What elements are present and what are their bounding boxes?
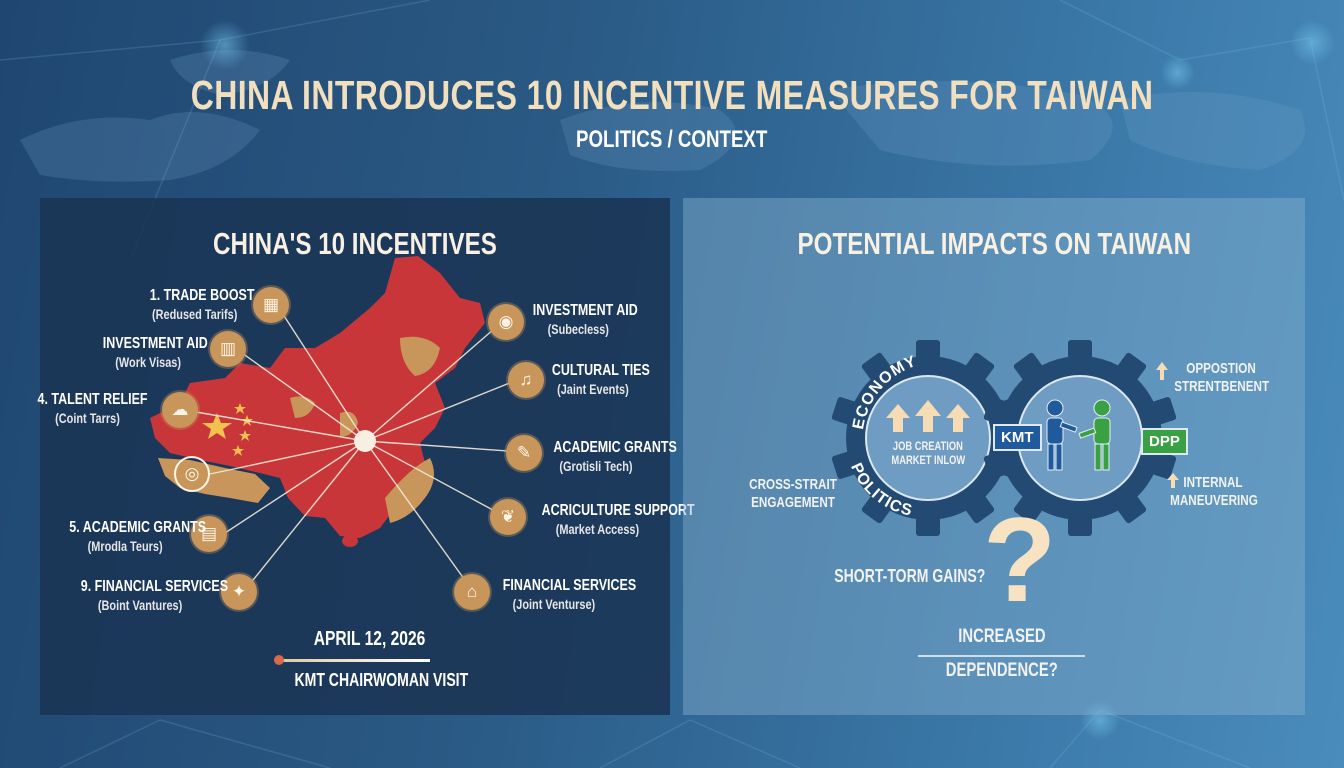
timeline-event: KMT CHAIRWOMAN VISIT	[294, 670, 469, 690]
opposition-label: OPPOSTION STRENTBENENT	[1161, 360, 1271, 396]
finance-icon[interactable]: ✦	[221, 574, 257, 610]
incentive-subtitle: (Market Access)	[555, 521, 640, 537]
agriculture-icon[interactable]: ❦	[490, 499, 526, 535]
dependence-label: DEPENDENCE?	[918, 660, 1085, 683]
page-title: CHINA INTRODUCES 10 INCENTIVE MEASURES F…	[0, 72, 1344, 119]
page-subtitle-text: POLITICS / CONTEXT	[576, 126, 768, 153]
cross-strait-label: CROSS-STRAIT ENGAGEMENT	[728, 476, 848, 512]
incentive-title: 1. TRADE BOOST	[149, 287, 255, 304]
gears-diagram: ECONOMY POLITICS	[831, 340, 1179, 536]
question-mark-icon: ?	[983, 500, 1056, 620]
incentives-panel-title: CHINA'S 10 INCENTIVES	[40, 226, 670, 262]
incentive-subtitle: (Work Visas)	[115, 354, 181, 370]
impacts-panel-title: POTENTIAL IMPACTS ON TAIWAN	[683, 226, 1305, 262]
short-term-label: SHORT-TORM GAINS?	[813, 566, 988, 588]
timeline-date: APRIL 12, 2026	[314, 628, 426, 650]
impacts-panel-title-text: POTENTIAL IMPACTS ON TAIWAN	[797, 226, 1191, 261]
cross-strait-text: CROSS-STRAIT ENGAGEMENT	[749, 476, 837, 511]
incentive-subtitle: (Jaint Events)	[557, 381, 629, 397]
talent-icon[interactable]: ☁	[162, 392, 198, 428]
dpp-badge: DPP	[1141, 428, 1188, 455]
academic-icon[interactable]: ▤	[191, 516, 227, 552]
investment-aid-icon[interactable]: ◉	[488, 304, 524, 340]
grants-icon[interactable]: ✎	[506, 435, 542, 471]
incentive-title: ACRICULTURE SUPPORT	[541, 502, 695, 519]
divider	[918, 655, 1085, 657]
timeline: APRIL 12, 2026 KMT CHAIRWOMAN VISIT	[270, 628, 470, 691]
incentive-item: FINANCIAL SERVICES (Joint Venturse)	[484, 576, 636, 614]
incentive-title: FINANCIAL SERVICES	[502, 577, 637, 594]
china-map	[150, 256, 523, 591]
incentive-item: 5. ACADEMIC GRANTS (Mrodla Teurs)	[50, 518, 206, 556]
incentive-item: INVESTMENT AID (Work Visas)	[88, 334, 208, 372]
incentive-item: ACRICULTURE SUPPORT (Market Access)	[520, 501, 695, 539]
gear-center-text: JOB CREATION MARKET INLOW	[863, 439, 993, 468]
page-subtitle: POLITICS / CONTEXT	[0, 126, 1344, 154]
hub-node	[354, 430, 376, 452]
timeline-marker	[274, 655, 284, 665]
incentive-title: INVESTMENT AID	[532, 302, 638, 319]
incentive-title: ACADEMIC GRANTS	[553, 439, 677, 456]
impacts-panel: POTENTIAL IMPACTS ON TAIWAN	[683, 198, 1305, 715]
kmt-badge-text: KMT	[1001, 429, 1034, 446]
incentive-subtitle: (Subecless)	[547, 321, 609, 337]
page-title-text: CHINA INTRODUCES 10 INCENTIVE MEASURES F…	[190, 72, 1154, 118]
incentive-title: 9. FINANCIAL SERVICES	[80, 578, 229, 595]
market-inflow-label: MARKET INLOW	[891, 453, 965, 468]
job-creation-label: JOB CREATION	[892, 439, 964, 453]
incentive-item: 9. FINANCIAL SERVICES (Boint Vantures)	[60, 577, 228, 615]
short-term-text: SHORT-TORM GAINS?	[834, 566, 986, 586]
incentives-panel: CHINA'S 10 INCENTIVES	[38, 198, 695, 715]
incentive-title: 5. ACADEMIC GRANTS	[69, 519, 207, 536]
incentive-subtitle: (Redused Tarifs)	[152, 306, 238, 322]
increased-text: INCREASED	[957, 626, 1046, 647]
investment-icon[interactable]: ▥	[210, 331, 246, 367]
globe-icon[interactable]: ◎	[174, 456, 210, 492]
incentive-subtitle: (Coint Tarrs)	[54, 410, 120, 426]
incentive-title: INVESTMENT AID	[102, 335, 208, 352]
incentives-panel-title-text: CHINA'S 10 INCENTIVES	[213, 226, 497, 261]
culture-icon[interactable]: ♫	[508, 362, 544, 398]
incentive-item: 1. TRADE BOOST (Redused Tarifs)	[135, 286, 255, 324]
incentive-item: 4. TALENT RELIEF (Coint Tarrs)	[22, 390, 152, 428]
dependence-text: DEPENDENCE?	[945, 660, 1058, 681]
opposition-text: OPPOSTION STRENTBENENT	[1174, 360, 1270, 395]
timeline-bar	[274, 655, 430, 665]
kmt-badge: KMT	[993, 424, 1042, 451]
house-icon[interactable]: ⌂	[454, 574, 490, 610]
internal-text: INTERNAL MANEUVERING	[1170, 474, 1258, 509]
increased-label: INCREASED	[918, 626, 1085, 649]
incentive-item: INVESTMENT AID (Subecless)	[518, 301, 638, 339]
trade-icon[interactable]: ▦	[253, 287, 289, 323]
incentive-title: 4. TALENT RELIEF	[37, 391, 148, 408]
incentive-title: CULTURAL TIES	[551, 362, 650, 379]
incentive-item: ACADEMIC GRANTS (Grotisli Tech)	[536, 438, 676, 476]
internal-label: INTERNAL MANEUVERING	[1153, 474, 1273, 510]
incentive-subtitle: (Joint Venturse)	[512, 596, 596, 612]
incentive-subtitle: (Grotisli Tech)	[559, 458, 633, 474]
incentive-subtitle: (Mrodla Teurs)	[87, 538, 163, 554]
incentive-subtitle: (Boint Vantures)	[97, 597, 183, 613]
incentive-item: CULTURAL TIES (Jaint Events)	[538, 361, 650, 399]
question-mark-glyph: ?	[983, 493, 1057, 627]
dpp-badge-text: DPP	[1149, 433, 1180, 450]
